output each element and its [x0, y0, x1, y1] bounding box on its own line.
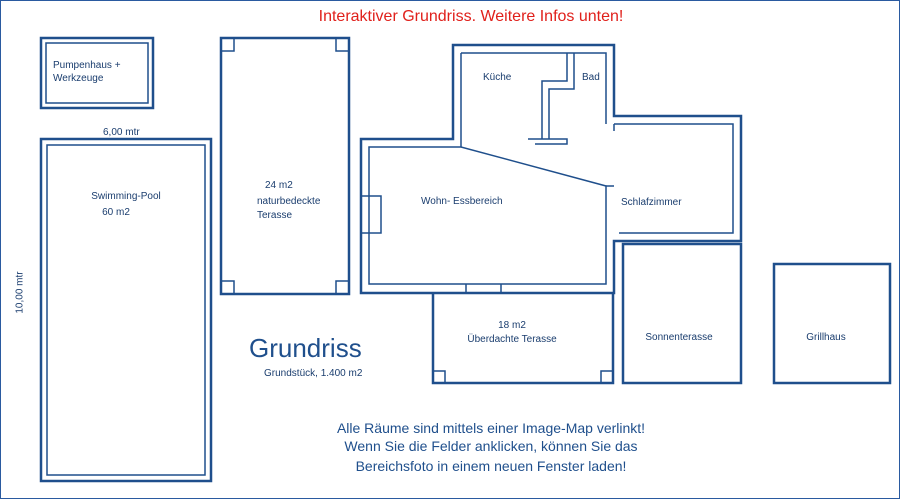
pool-outline [39, 137, 213, 483]
info-line-1: Alle Räume sind mittels einer Image-Map … [336, 420, 646, 436]
house-outer-wall [359, 43, 743, 295]
covered-terrace-link[interactable]: 18 m2 Überdachte Terasse [433, 293, 613, 383]
natural-terrace-label-3: Terasse [257, 210, 293, 221]
natural-terrace-label-2: naturbedeckte [257, 196, 321, 207]
info-line-3: Bereichsfoto in einem neuen Fenster lade… [355, 458, 627, 474]
post-covered-left [432, 370, 446, 384]
grill-house-link[interactable]: Grillhaus [774, 264, 890, 383]
pumphouse-label-1: Pumpenhaus + [53, 60, 121, 71]
covered-terrace-label-1: 18 m2 [498, 320, 526, 331]
fireplace-bay [360, 195, 382, 234]
info-line-2: Wenn Sie die Felder anklicken, können Si… [344, 438, 638, 454]
bathroom-label: Bad [582, 72, 600, 83]
post-bottom-left [220, 280, 235, 295]
post-top-right [335, 37, 350, 52]
bedroom-link[interactable]: Schlafzimmer [616, 126, 733, 233]
pumphouse-link[interactable]: Pumpenhaus + Werkzeuge [41, 38, 153, 108]
post-covered-right [600, 370, 614, 384]
natural-terrace-link[interactable]: 24 m2 naturbedeckte Terasse [221, 38, 349, 294]
plan-subtitle: Grundstück, 1.400 m2 [264, 368, 363, 379]
grill-house-label: Grillhaus [806, 332, 846, 343]
living-dining-link[interactable]: Wohn- Essbereich [381, 151, 603, 281]
grill-house-outline [772, 262, 892, 385]
pool-label-2: 60 m2 [102, 207, 130, 218]
kitchen-label: Küche [483, 72, 512, 83]
pumphouse-outline [39, 36, 155, 110]
pool-width-label: 6,00 mtr [103, 127, 140, 138]
bedroom-partition [606, 124, 615, 187]
south-wall-gaps [465, 284, 502, 293]
bathroom-link[interactable]: Bad [574, 53, 606, 123]
plan-title: Grundriss [249, 333, 362, 363]
sun-terrace-outline [621, 242, 743, 385]
kitchen-counter [528, 138, 568, 145]
covered-terrace-outline [431, 293, 615, 385]
pool-inner-outline [46, 144, 206, 476]
pool-label-1: Swimming-Pool [91, 191, 161, 202]
post-top-left [220, 37, 235, 52]
sun-terrace-link[interactable]: Sonnenterasse [623, 244, 741, 383]
bedroom-label: Schlafzimmer [621, 197, 682, 208]
living-dining-label: Wohn- Essbereich [421, 196, 503, 207]
kitchen-link[interactable]: Küche [461, 53, 541, 139]
post-bottom-right [335, 280, 350, 295]
house-inner-wall [368, 52, 734, 285]
pool-link[interactable]: Swimming-Pool 60 m2 [41, 139, 211, 481]
bathroom-wall [541, 53, 575, 139]
pool-length-label: 10,00 mtr [14, 271, 26, 314]
banner-text: Interaktiver Grundriss. Weitere Infos un… [318, 8, 624, 25]
pumphouse-inner-outline [45, 42, 149, 104]
sun-terrace-label: Sonnenterasse [645, 332, 713, 343]
natural-terrace-outline [219, 36, 351, 296]
pumphouse-label-2: Werkzeuge [53, 73, 104, 84]
covered-terrace-label-2: Überdachte Terasse [467, 334, 557, 345]
natural-terrace-label-1: 24 m2 [265, 180, 293, 191]
